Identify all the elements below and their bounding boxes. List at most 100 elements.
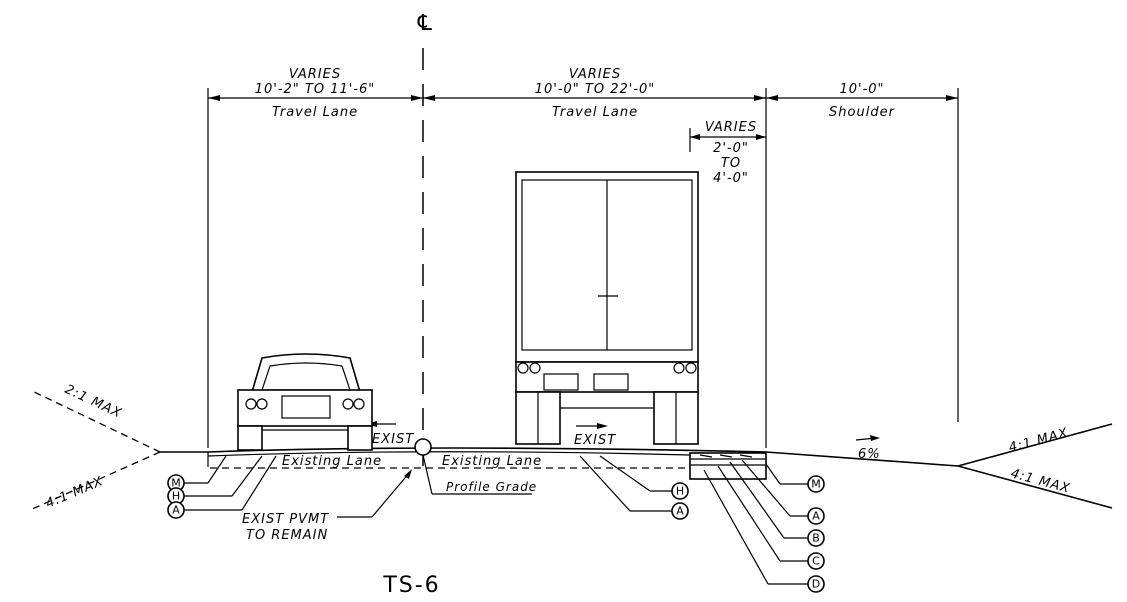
callout-letter: A: [812, 510, 820, 523]
callout-letter: C: [812, 555, 820, 568]
arrowhead: [423, 95, 435, 101]
hatch: [719, 454, 733, 458]
right-lane-varies: VARIES: [569, 67, 621, 82]
shoulder-slope: 6%: [858, 447, 881, 462]
callout-a-right: A: [807, 507, 825, 525]
truck-taillight: [673, 362, 685, 374]
arrowhead: [411, 95, 423, 101]
car-tire-left: [237, 425, 263, 451]
centerline-symbol: ℄: [417, 11, 434, 36]
truck: [515, 171, 699, 445]
callout-letter: H: [172, 490, 180, 503]
callout-letter: H: [676, 485, 684, 498]
truck-bumper: [515, 361, 699, 393]
slope-arrow-head: [870, 435, 880, 441]
slope-right-upper: 4:1 MAX: [1007, 426, 1070, 456]
leader: [231, 455, 263, 497]
leader: [599, 455, 651, 492]
exist-arrow-right-head: [597, 423, 608, 429]
truck-bumper-panel: [543, 373, 579, 391]
left-lane-name: Travel Lane: [272, 105, 358, 120]
callout-circle: [671, 502, 689, 520]
arrowhead: [754, 95, 766, 101]
car-rear-window: [261, 362, 351, 391]
callout-letter: M: [171, 477, 181, 490]
callout-circle: [807, 507, 825, 525]
callout-circle: [167, 501, 185, 519]
arrowhead: [766, 95, 778, 101]
exist-pvmt-label-1: EXIST PVMT: [242, 512, 329, 527]
car-taillight: [342, 398, 354, 410]
callout-b-right: B: [807, 529, 825, 547]
pvmt-leader-arrow: [404, 469, 412, 479]
profile-grade-label: Profile Grade: [446, 480, 537, 494]
pvmt-leader: [371, 471, 411, 518]
leader: [241, 455, 277, 511]
existing-lane-right: Existing Lane: [442, 454, 542, 469]
exist-label-right: EXIST: [574, 433, 616, 448]
car-tire-right: [347, 425, 373, 451]
widening-min: 2'-0": [713, 141, 749, 156]
widening-max: 4'-0": [713, 171, 749, 186]
left-cut-slope: [29, 389, 161, 453]
callout-h-mid: H: [671, 482, 689, 500]
callout-letter: B: [812, 532, 820, 545]
hatch: [699, 454, 713, 458]
callout-d-right: D: [807, 575, 825, 593]
arrowhead: [208, 95, 220, 101]
leader: [729, 461, 785, 539]
exist-pvmt-label-2: TO REMAIN: [246, 528, 328, 543]
callout-m-right: M: [807, 475, 825, 493]
existing-lane-left: Existing Lane: [282, 454, 382, 469]
car-taillight: [256, 398, 268, 410]
leader: [765, 463, 781, 485]
callout-letter: A: [676, 505, 684, 518]
pavement-surface-lower: [207, 451, 691, 457]
slope-right-lower: 4:1 MAX: [1009, 466, 1072, 496]
arrowhead: [756, 134, 766, 140]
arrowhead: [946, 95, 958, 101]
leader: [703, 469, 769, 585]
profile-grade-leader: [422, 454, 433, 495]
callout-a-left: A: [167, 501, 185, 519]
widening-to: TO: [721, 156, 741, 171]
profile-grade-point: [414, 438, 432, 456]
sheet-title: TS-6: [382, 573, 440, 598]
leader: [207, 455, 227, 484]
shoulder-surface: [765, 451, 959, 467]
left-lane-range: 10'-2" TO 11'-6": [255, 82, 376, 97]
car: [237, 353, 373, 451]
widening-varies: VARIES: [705, 120, 757, 135]
arrowhead: [690, 134, 700, 140]
slope-left-lower: 4:1 MAX: [44, 474, 106, 512]
right-lane-name: Travel Lane: [552, 105, 638, 120]
right-lane-range: 10'-0" TO 22'-0": [535, 82, 656, 97]
shoulder-width: 10'-0": [839, 82, 884, 97]
right-fill-slope: [957, 465, 1113, 509]
truck-taillight: [529, 362, 541, 374]
car-taillight: [353, 398, 365, 410]
callout-a-mid: A: [671, 502, 689, 520]
left-lane-varies: VARIES: [289, 67, 341, 82]
callout-circle: [807, 475, 825, 493]
callout-circle: [671, 482, 689, 500]
leader: [717, 465, 781, 562]
callout-circle: [807, 529, 825, 547]
shoulder-name: Shoulder: [829, 105, 896, 120]
truck-taillight: [517, 362, 529, 374]
callout-c-right: C: [807, 552, 825, 570]
leader: [741, 459, 791, 517]
hatch: [739, 454, 753, 458]
truck-taillight: [685, 362, 697, 374]
car-taillight: [245, 398, 257, 410]
car-roof: [250, 353, 362, 393]
callout-letter: A: [172, 504, 180, 517]
car-plate-area: [281, 395, 331, 419]
callout-circle: [807, 575, 825, 593]
leader: [579, 455, 631, 512]
right-cut-slope: [957, 423, 1113, 467]
callout-letter: D: [812, 578, 820, 591]
exist-label-left: EXIST: [372, 432, 414, 447]
truck-bumper-panel: [593, 373, 629, 391]
